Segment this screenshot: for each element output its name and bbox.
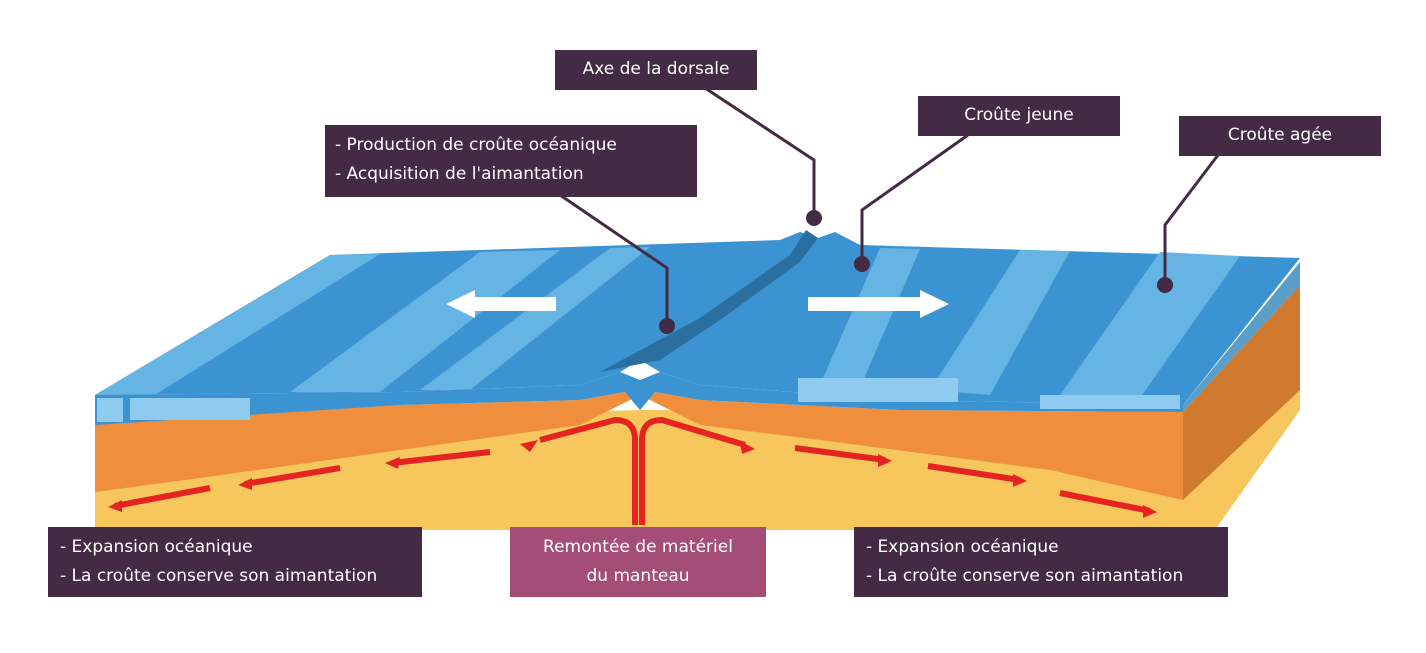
label-text: Remontée de matériel	[543, 537, 733, 557]
leader-lines	[559, 86, 1220, 326]
label-text: du manteau	[586, 566, 690, 586]
label-text: - La croûte conserve son aimantation	[60, 566, 378, 586]
label-text: Croûte agée	[1227, 125, 1333, 145]
label-croute-agee: Croûte agée	[1179, 116, 1381, 156]
label-text: - La croûte conserve son aimantation	[866, 566, 1184, 586]
label-remontee-manteau: Remontée de matériel du manteau	[510, 527, 766, 597]
lithosphere-layer	[95, 392, 1183, 500]
convection-arrow-heads	[108, 440, 1157, 518]
label-production-croute: - Production de croûte océanique - Acqui…	[325, 125, 697, 197]
label-text: Croûte jeune	[964, 105, 1074, 125]
label-text: - Production de croûte océanique	[335, 135, 617, 155]
crust-side-face	[1183, 262, 1300, 412]
label-croute-jeune: Croûte jeune	[918, 96, 1120, 136]
label-expansion-left: - Expansion océanique - La croûte conser…	[48, 527, 422, 597]
arrow-left-white	[446, 290, 556, 318]
label-text: - Expansion océanique	[60, 537, 253, 557]
leader-dots	[659, 210, 1173, 334]
arrow-right-white	[808, 290, 949, 318]
mantle-upwelling	[539, 416, 746, 525]
magnetic-stripes	[95, 247, 1240, 398]
label-axe-dorsale: Axe de la dorsale	[555, 50, 757, 90]
convection-arrows	[114, 445, 1151, 514]
label-text: - Acquisition de l'aimantation	[335, 164, 584, 184]
lithosphere-side-layer	[1183, 285, 1300, 500]
crust-front-face	[95, 372, 1183, 425]
crust-front-stripes	[97, 378, 1180, 422]
label-expansion-right: - Expansion océanique - La croûte conser…	[854, 527, 1228, 597]
label-text: - Expansion océanique	[866, 537, 1059, 557]
label-text: Axe de la dorsale	[582, 59, 730, 79]
asthenosphere-layer	[95, 285, 1300, 530]
